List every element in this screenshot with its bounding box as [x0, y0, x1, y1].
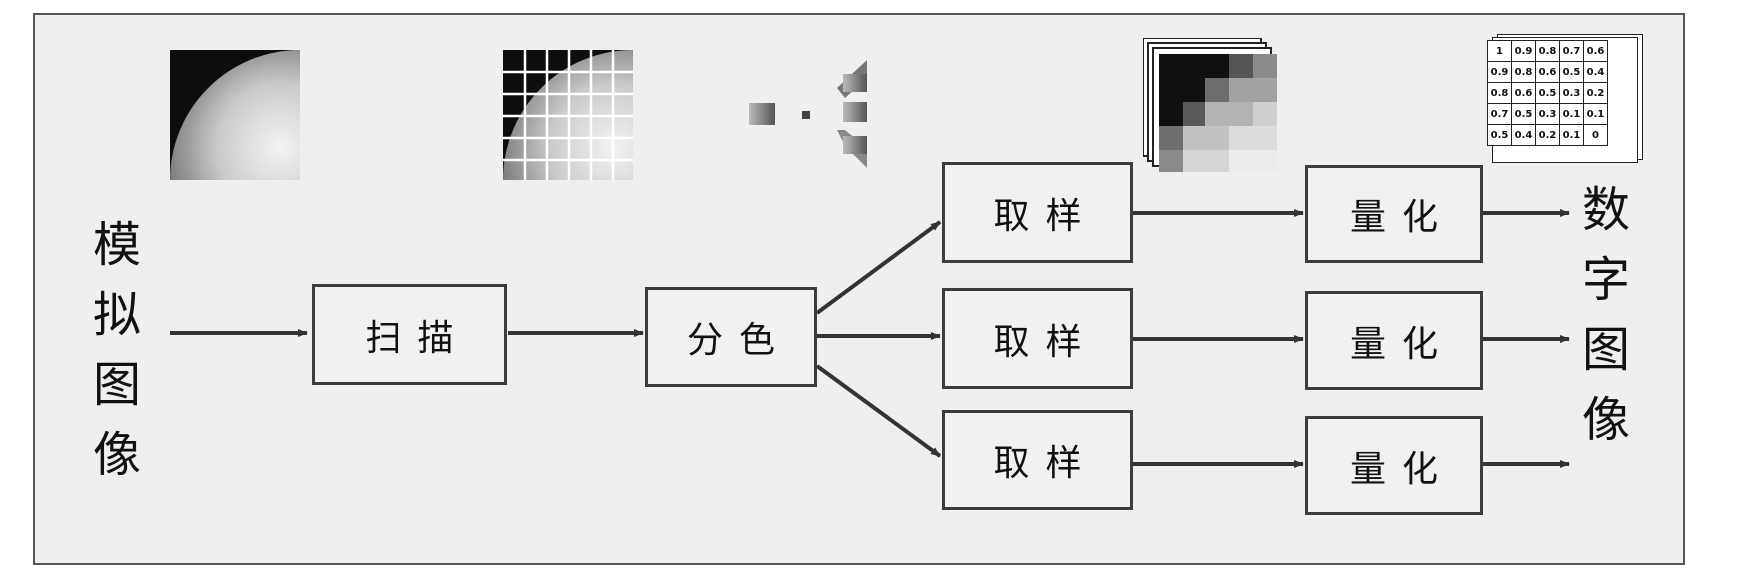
- matrix-cell: 0.2: [1583, 82, 1608, 104]
- quantize-box-mid: 量化: [1305, 291, 1483, 390]
- matrix-cell: 0.6: [1535, 61, 1560, 83]
- matrix-cell: 0.1: [1559, 103, 1584, 125]
- matrix-row: 0.7 0.5 0.3 0.1 0.1: [1487, 103, 1608, 125]
- quantize-box-top: 量化: [1305, 165, 1483, 263]
- matrix-cell: 0.9: [1487, 61, 1512, 83]
- input-label-char: 像: [92, 427, 141, 483]
- quantize-box-bottom: 量化: [1305, 416, 1483, 515]
- matrix-cell: 0.8: [1487, 82, 1512, 104]
- matrix-cell: 0.4: [1511, 124, 1536, 146]
- matrix-cell: 0.1: [1559, 124, 1584, 146]
- matrix-cell: 1: [1487, 40, 1512, 62]
- scan-box: 扫描: [312, 284, 507, 385]
- matrix-cell: 0.5: [1559, 61, 1584, 83]
- matrix-cell: 0.8: [1511, 61, 1536, 83]
- sample-box-mid: 取样: [942, 288, 1133, 389]
- matrix-cell: 0.6: [1583, 40, 1608, 62]
- output-label: 数 字 图 像: [1576, 175, 1636, 455]
- matrix-cell: 0.1: [1583, 103, 1608, 125]
- matrix-cell: 0.6: [1511, 82, 1536, 104]
- matrix-cell: 0.3: [1559, 82, 1584, 104]
- input-label-char: 拟: [92, 287, 141, 343]
- matrix-row: 0.5 0.4 0.2 0.1 0: [1487, 124, 1608, 146]
- input-label: 模 拟 图 像: [87, 210, 147, 490]
- output-label-char: 字: [1581, 252, 1630, 308]
- scanned-grid-thumbnail: [503, 50, 633, 180]
- arrow-separate-to-sample-bottom: [815, 364, 942, 458]
- matrix-row: 0.9 0.8 0.6 0.5 0.4: [1487, 61, 1608, 83]
- matrix-row: 0.8 0.6 0.5 0.3 0.2: [1487, 82, 1608, 104]
- sample-box-top: 取样: [942, 162, 1133, 263]
- matrix-cell: 0.5: [1535, 82, 1560, 104]
- output-label-char: 数: [1581, 182, 1630, 238]
- matrix-cell: 0.5: [1487, 124, 1512, 146]
- matrix-cell: 0: [1583, 124, 1608, 146]
- color-separation-thumbnail: [749, 60, 867, 168]
- matrix-row: 1 0.9 0.8 0.7 0.6: [1487, 40, 1608, 62]
- matrix-cell: 0.7: [1487, 103, 1512, 125]
- matrix-cell: 0.7: [1559, 40, 1584, 62]
- input-label-char: 图: [92, 357, 141, 413]
- sampled-image-thumbnail: [1143, 38, 1277, 172]
- matrix-cell: 0.4: [1583, 61, 1608, 83]
- quantized-matrix-thumbnail: 1 0.9 0.8 0.7 0.6 0.9 0.8 0.6 0.5 0.4 0.…: [1487, 34, 1643, 163]
- matrix-cell: 0.8: [1535, 40, 1560, 62]
- matrix-cell: 0.9: [1511, 40, 1536, 62]
- quantized-matrix: 1 0.9 0.8 0.7 0.6 0.9 0.8 0.6 0.5 0.4 0.…: [1487, 40, 1608, 146]
- separate-box: 分色: [645, 287, 817, 387]
- input-label-char: 模: [92, 217, 141, 273]
- output-label-char: 像: [1581, 392, 1630, 448]
- analog-image-thumbnail: [170, 50, 300, 180]
- arrow-separate-to-sample-top: [815, 220, 942, 315]
- matrix-cell: 0.5: [1511, 103, 1536, 125]
- matrix-cell: 0.2: [1535, 124, 1560, 146]
- output-label-char: 图: [1581, 322, 1630, 378]
- sample-box-bottom: 取样: [942, 410, 1133, 510]
- matrix-cell: 0.3: [1535, 103, 1560, 125]
